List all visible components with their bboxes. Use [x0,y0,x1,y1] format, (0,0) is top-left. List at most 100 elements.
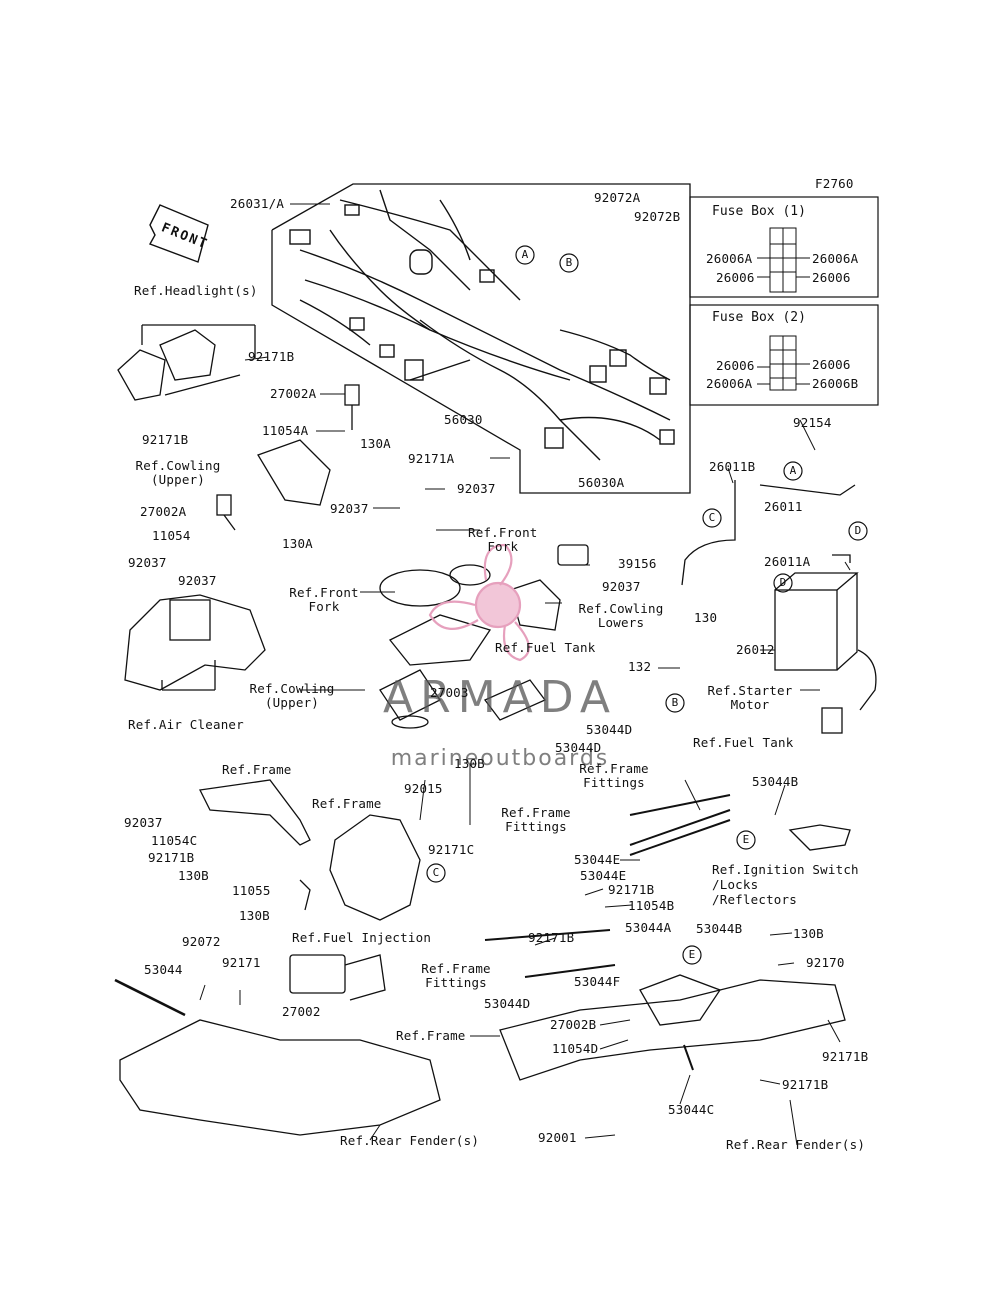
watermark-propeller [428,543,530,662]
fuse-box-1-left-bottom: 26006 [716,270,755,285]
label-27002A-a: 27002A [270,386,317,401]
callout-b-1: B [565,256,573,269]
callout-d-2: D [779,576,787,589]
label-130A-a: 130A [360,436,391,451]
label-130A-b: 130A [282,536,313,551]
fuse-box-1-right-bottom: 26006 [812,270,851,285]
label-ref-fuel-injection: Ref.Fuel Injection [292,930,432,945]
label-ref-fuel-tank-a: Ref.Fuel Tank [495,640,596,655]
label-53044E-a: 53044E [574,852,621,867]
label-92171B-d: 92171B [608,882,655,897]
label-92072: 92072 [182,934,221,949]
label-92171C: 92171C [428,842,475,857]
label-ref-air-cleaner: Ref.Air Cleaner [128,717,244,732]
label-53044B-a: 53044B [752,774,799,789]
label-92037-d: 92037 [178,573,217,588]
label-92001: 92001 [538,1130,577,1145]
label-56030A: 56030A [578,475,625,490]
label-26011B: 26011B [709,459,756,474]
label-ref-front-fork-a: Ref.Front Fork [468,525,538,554]
label-92072B: 92072B [634,209,681,224]
harness-frame-outline [271,183,691,494]
tool-rods-art [629,794,731,1071]
callout-c-2: C [432,866,440,879]
main-frame-art [484,929,846,1081]
fuse-box-2-left-bottom: 26006A [706,376,753,391]
label-ref-frame-b: Ref.Frame [312,796,382,811]
label-11054D: 11054D [552,1041,599,1056]
ecu-art [289,954,386,1001]
fuse-box-2-left-top: 26006 [716,358,755,373]
callout-d-1: D [854,524,862,537]
label-ref-rear-fender-b: Ref.Rear Fender(s) [726,1137,866,1152]
fuse-box-2-panel [689,304,879,406]
label-ref-frame-fittings-a: Ref.Frame Fittings [579,761,649,790]
label-92171B-f: 92171B [822,1049,869,1064]
label-27002B: 27002B [550,1017,597,1032]
frame-cover-art [329,814,421,921]
label-92171A: 92171A [408,451,455,466]
label-27002: 27002 [282,1004,321,1019]
label-92037-c: 92037 [128,555,167,570]
cowling-stay-art [216,384,360,531]
fuse-box-2-right-bottom: 26006B [812,376,859,391]
label-92171B-b: 92171B [142,432,189,447]
label-132: 132 [628,659,652,674]
label-92171: 92171 [222,955,261,970]
label-11054B: 11054B [628,898,675,913]
label-ref-frame-fittings-c: Ref.Frame Fittings [421,961,491,990]
label-92171B-a: 92171B [248,349,295,364]
fuse-box-1-right-top: 26006A [812,251,859,266]
figure-code: F2760 [815,176,854,191]
callout-circles [426,245,868,965]
callout-a-1: A [521,248,529,261]
label-53044B-b: 53044B [696,921,743,936]
label-26031A: 26031/A [230,196,285,211]
fuse-box-2-right-top: 26006 [812,357,851,372]
label-ref-fuel-tank-b: Ref.Fuel Tank [693,735,794,750]
label-ref-frame-a: Ref.Frame [222,762,292,777]
callout-e-1: E [742,833,750,846]
label-92037-b: 92037 [330,501,369,516]
label-ref-rear-fender-a: Ref.Rear Fender(s) [340,1133,480,1148]
fuse-box-1-panel [689,196,879,298]
label-ref-headlight: Ref.Headlight(s) [134,283,258,298]
label-27003: 27003 [430,685,469,700]
fuse-box-1-left-top: 26006A [706,251,753,266]
label-130: 130 [694,610,718,625]
subframe-art [199,779,311,911]
label-92171B-g: 92171B [782,1077,829,1092]
label-53044D-a: 53044D [586,722,633,737]
label-130B-c: 130B [239,908,270,923]
label-ref-cowling-upper-b: Ref.Cowling (Upper) [249,681,335,710]
label-ref-frame-fittings-b: Ref.Frame Fittings [501,805,571,834]
label-ref-cowling-lowers: Ref.Cowling Lowers [578,601,664,630]
callout-e-2: E [688,948,696,961]
fuse-box-1-diagram [757,227,810,293]
label-ref-starter-motor: Ref.Starter Motor [707,683,793,712]
label-92037-a: 92037 [457,481,496,496]
label-53044D-c: 53044D [484,996,531,1011]
fuse-box-2-diagram [757,335,810,391]
label-26011A: 26011A [764,554,811,569]
label-53044F: 53044F [574,974,621,989]
label-27002A-b: 27002A [140,504,187,519]
label-92037-f: 92037 [124,815,163,830]
headlight-bracket-art [117,324,256,401]
fuse-box-2-title: Fuse Box (2) [712,310,806,325]
rear-fender-art [114,978,441,1136]
callout-b-2: B [671,696,679,709]
label-92154: 92154 [793,415,832,430]
label-56030: 56030 [444,412,483,427]
wiring-harness [289,189,675,461]
label-11054: 11054 [152,528,191,543]
label-ref-frame-c: Ref.Frame [396,1028,466,1043]
leader-lines [199,203,851,1146]
callout-c-1: C [708,511,716,524]
label-26012: 26012 [736,642,775,657]
label-ref-ignition-switch: Ref.Ignition Switch /Locks /Reflectors [712,862,859,907]
label-11054C: 11054C [151,833,198,848]
battery-art [774,554,877,734]
label-130B-b: 130B [178,868,209,883]
